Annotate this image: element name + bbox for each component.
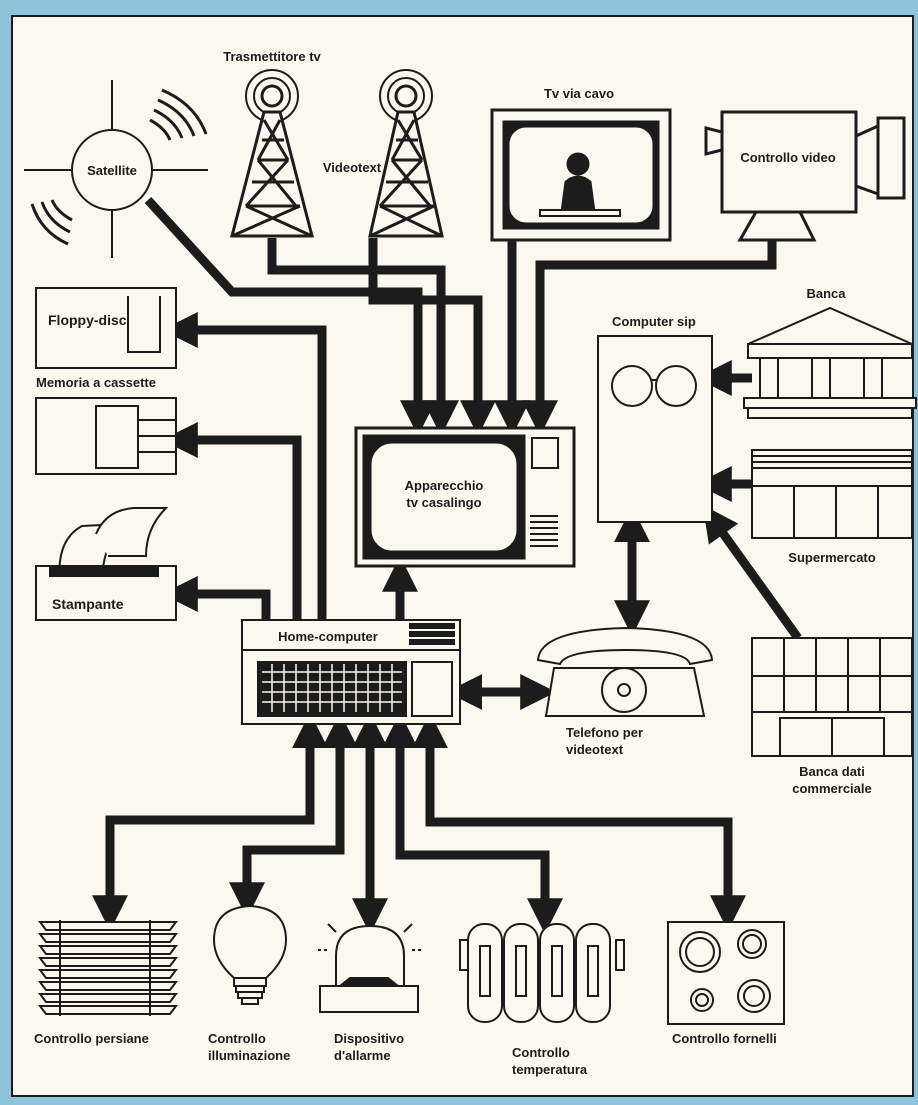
video-camera-icon (704, 110, 906, 242)
stove-icon (667, 921, 785, 1025)
radiator-icon (459, 923, 625, 1023)
supermarket-label: Supermercato (788, 550, 875, 565)
home-tv-icon (354, 426, 576, 568)
alarm-label-line2: d'allarme (334, 1048, 391, 1063)
videotext-connection (368, 238, 496, 437)
printer-label: Stampante (52, 596, 124, 612)
telephone-label-line2: videotext (566, 742, 624, 757)
satellite-connection (144, 196, 436, 437)
supermarket-icon (751, 449, 913, 539)
video-control-connection (522, 240, 777, 437)
telephone-icon (536, 626, 714, 717)
videotext-label: Videotext (323, 160, 382, 175)
alarm-label-line1: Dispositivo (334, 1031, 404, 1046)
computer-sip-icon (597, 335, 713, 523)
databank-label-line1: Banca dati (799, 764, 865, 779)
floppy-disc-label: Floppy-disc (48, 312, 127, 328)
alarm-icon (318, 923, 422, 1013)
home-computer-label: Home-computer (278, 629, 378, 644)
cassette-icon (35, 397, 177, 475)
light-label-line2: illuminazione (208, 1048, 290, 1063)
databank-building-icon (751, 637, 913, 757)
transmitter-connection (267, 238, 459, 437)
stove-label: Controllo fornelli (672, 1031, 777, 1046)
bank-icon (743, 306, 917, 419)
floppy-disc-icon (35, 287, 177, 369)
blinds-label: Controllo persiane (34, 1031, 149, 1046)
light-connection (229, 712, 358, 919)
cable-tv-icon (490, 108, 672, 242)
databank-connection (702, 504, 802, 641)
connections (92, 196, 802, 935)
stove-connection (412, 712, 746, 932)
satellite-label: Satellite (87, 163, 137, 178)
temperature-label-line2: temperatura (512, 1062, 588, 1077)
home-tv-label-line1: Apparecchio (405, 478, 484, 493)
light-bulb-icon (212, 904, 288, 1005)
floppy-connection (161, 312, 327, 620)
temperature-label-line1: Controllo (512, 1045, 570, 1060)
home-tv-label-line2: tv casalingo (406, 495, 481, 510)
tv-transmitter-icon (230, 69, 314, 238)
videotext-transmitter-icon (368, 69, 444, 238)
telephone-label-line1: Telefono per (566, 725, 643, 740)
home-computer-icon (241, 619, 461, 725)
cassette-connection (161, 422, 302, 620)
computer-sip-label: Computer sip (612, 314, 696, 329)
satellite-icon (24, 80, 208, 258)
bank-label: Banca (806, 286, 846, 301)
printer-icon (35, 507, 177, 621)
light-label-line1: Controllo (208, 1031, 266, 1046)
tv-transmitter-label: Trasmettitore tv (223, 49, 321, 64)
cassette-memory-label: Memoria a cassette (36, 375, 156, 390)
printer-connection (161, 576, 271, 620)
video-control-label: Controllo video (740, 150, 835, 165)
databank-label-line2: commerciale (792, 781, 872, 796)
cable-tv-label: Tv via cavo (544, 86, 614, 101)
blinds-icon (38, 920, 178, 1016)
